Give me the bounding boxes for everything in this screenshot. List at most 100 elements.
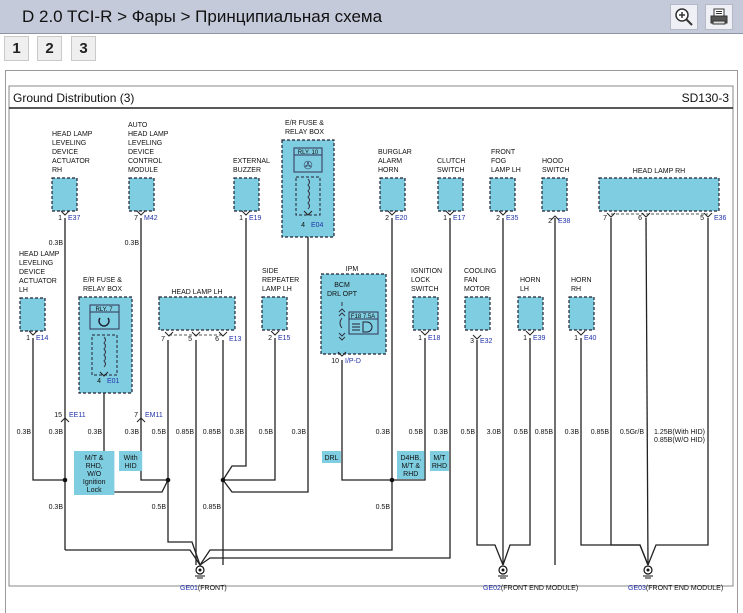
wire-labels: 0.3B 0.3B 0.3B 0.3B 0.3B 0.3B 0.5B 0.85B 0.85B 0.…: [17, 240, 705, 511]
option-tag-text: RHD,: [86, 463, 103, 470]
component-label: FOG: [491, 158, 506, 165]
connector-id: E17: [453, 215, 466, 222]
wire-label: 0.5Gr/B: [620, 429, 644, 436]
diagram-frame: [5, 70, 738, 613]
splice-dot: [62, 477, 68, 483]
component-label: HORN: [378, 167, 399, 174]
component-label: ACTUATOR: [52, 158, 90, 165]
splice-dot: [389, 477, 395, 483]
wire-label: 3.0B: [487, 429, 502, 436]
relay-box: [293, 147, 323, 173]
pin-number: 1: [239, 215, 243, 222]
coil-icon: [103, 336, 106, 368]
pin-number: 5: [700, 215, 704, 222]
wire-label: 0.3B: [49, 429, 64, 436]
ground-label: GE02(FRONT END MODULE): [483, 585, 578, 592]
pin-number: 2: [268, 335, 272, 342]
wire-label: 0.5B: [461, 429, 476, 436]
component-label: HOOD: [542, 158, 563, 165]
component-er-fuse-relay-box-10: [281, 139, 335, 238]
component-ipm: [320, 273, 387, 355]
page-tab-3[interactable]: 3: [71, 36, 96, 61]
component-label: CONTROL: [128, 158, 162, 165]
connector-pin-mark: [606, 212, 616, 218]
relay-coil-box: [295, 176, 321, 216]
connector-pin-mark: [387, 210, 397, 216]
connector-id: E38: [558, 218, 571, 225]
pin-number: 5: [188, 336, 192, 343]
component-burglar-alarm-horn: [379, 177, 406, 212]
component-label: RELAY BOX: [83, 286, 122, 293]
component-label: HORN: [571, 277, 592, 284]
component-label: HEAD LAMP: [128, 131, 169, 138]
wire-label: 0.85B: [176, 429, 195, 436]
pin-number: 2: [496, 215, 500, 222]
component-label: HORN: [520, 277, 541, 284]
option-tag-text: RHD: [432, 463, 447, 470]
connector-id: E35: [506, 215, 519, 222]
wire-label-hid: 1.25B(With HID): [654, 429, 705, 436]
ground-id: GE01: [180, 585, 198, 592]
wire-label: 0.3B: [565, 429, 580, 436]
wire-label: 0.3B: [49, 240, 64, 247]
connector-pin-mark: [60, 210, 70, 216]
fuse-path-icon: [338, 302, 346, 341]
ground-id: GE02: [483, 585, 501, 592]
wire-hl-rh-6: [645, 217, 649, 566]
wire-label: 0.3B: [17, 429, 32, 436]
component-label: HEAD LAMP LH: [171, 289, 222, 296]
zoom-in-button[interactable]: [670, 4, 698, 30]
component-label: ALARM: [378, 158, 402, 165]
component-label: RH: [571, 286, 581, 293]
wire-ipm: [341, 360, 392, 481]
option-tag-text: HID: [125, 463, 137, 470]
component-label: LAMP LH: [262, 286, 292, 293]
wire-ge01-feed: [65, 549, 201, 566]
ground-icon-center: [198, 568, 202, 572]
connector-pin-mark: [303, 210, 313, 216]
wire-label: 0.5B: [514, 429, 529, 436]
print-button[interactable]: [705, 4, 733, 30]
diagram-title: Ground Distribution (3): [13, 91, 134, 105]
wire-label: 0.85B: [203, 429, 222, 436]
pin-number: 1: [443, 215, 447, 222]
component-label: HEAD LAMP RH: [633, 168, 685, 175]
ground-label: GE03(FRONT END MODULE): [628, 585, 723, 592]
relay-label: RLY. 7: [95, 307, 113, 313]
component-label: IGNITION: [411, 268, 442, 275]
component-label: DEVICE: [19, 269, 45, 276]
component-label: SWITCH: [411, 286, 439, 293]
component-label: IPM: [346, 266, 359, 273]
connector-pin-mark: [445, 210, 455, 216]
wire-label: 0.3B: [49, 504, 64, 511]
component-label: MODULE: [128, 167, 158, 174]
component-label: SWITCH: [437, 167, 465, 174]
component-label: SIDE: [262, 268, 279, 275]
connector-id: E18: [428, 335, 441, 342]
pin-number: 1: [418, 335, 422, 342]
page-tab-1[interactable]: 1: [4, 36, 29, 61]
pin-number: 6: [215, 336, 219, 343]
component-label: LEVELING: [52, 140, 86, 147]
connector-id: E37: [68, 215, 81, 222]
pin-number: 4: [97, 378, 101, 385]
inline-connector-id: EM11: [145, 412, 163, 419]
fan-icon: ✇: [303, 160, 312, 172]
page-tab-2[interactable]: 2: [37, 36, 62, 61]
option-tag: [119, 451, 143, 471]
connector-id: E15: [278, 335, 291, 342]
printer-icon: [710, 8, 728, 25]
connector-id: E40: [584, 335, 597, 342]
connector-pin-mark: [28, 330, 38, 336]
wire-label: 0.85B: [203, 504, 222, 511]
wire-e14: [32, 338, 65, 481]
wire-label: 0.3B: [125, 429, 140, 436]
pin-number: 10: [331, 358, 339, 365]
fuse-label: F18 7.5A: [351, 314, 375, 320]
diagram-panel: [8, 85, 734, 587]
component-label: BURGLAR: [378, 149, 412, 156]
component-label: HEAD LAMP: [19, 251, 60, 258]
connector-pin-mark: [191, 331, 201, 337]
diagram-code: SD130-3: [682, 91, 730, 105]
wire-e19: [222, 218, 247, 481]
